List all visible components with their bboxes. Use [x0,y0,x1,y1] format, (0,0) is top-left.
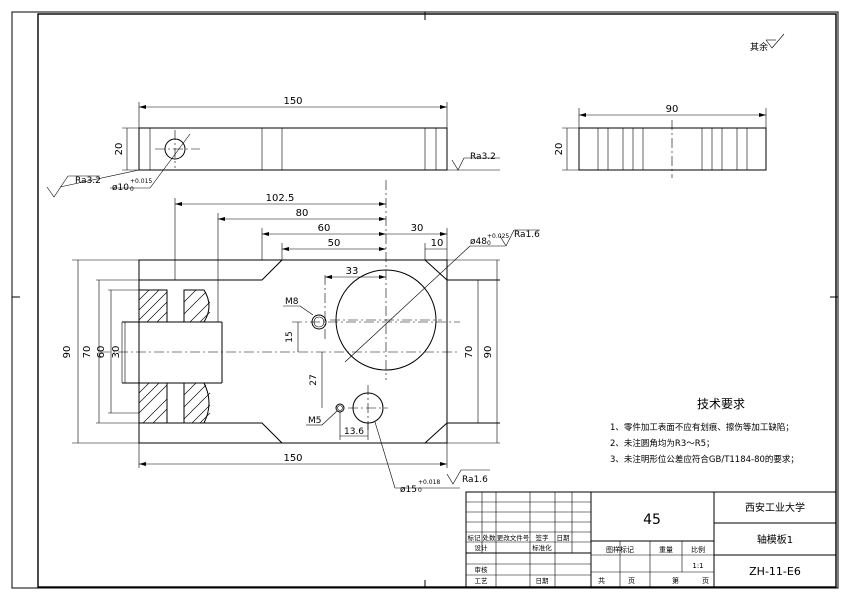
dim-33: 33 [346,266,359,277]
tech-item-3: 3、未注明形位公差应符合GB/T1184-80的要求； [610,454,799,465]
dim-top-height: 20 [114,143,125,156]
dim-top-hole: ø10 [112,183,129,193]
tb-h-review: 审核 [475,565,489,574]
dim-80: 80 [296,208,309,219]
tb-material: 45 [643,512,661,528]
tb-h-design: 设计 [475,543,489,552]
dim-right-90: 90 [483,346,494,359]
dim-big-hole-tol-lower: 0 [487,240,491,247]
dim-right-70: 70 [464,346,475,359]
dim-small-hole-tol-upper: +0.018 [418,479,440,486]
dim-102-5: 102.5 [266,193,295,204]
dim-top-hole-tol-upper: +0.015 [130,178,152,185]
tb-h-doc: 更改文件号 [497,533,530,542]
side-view: 90 20 [554,104,767,178]
roughness-top-left: Ra3.2 [75,176,101,186]
roughness-big-hole: Ra1.6 [514,230,540,240]
tb-h-standard: 标准化 [532,543,552,552]
roughness-small-hole: Ra1.6 [462,475,488,485]
tech-requirements: 技术要求 1、零件加工表面不应有划痕、擦伤等加工缺陷； 2、未注圆角均为R3～R… [610,397,799,465]
dim-left-90: 90 [62,346,73,359]
tb-h-stage: 图样标记 [606,545,634,554]
tech-item-1: 1、零件加工表面不应有划痕、擦伤等加工缺陷； [610,422,794,433]
tb-h-scale: 比例 [691,545,705,554]
tech-title: 技术要求 [697,397,745,411]
tb-h-mark: 标记 [468,533,482,542]
top-view: 150 20 ø10 +0.015 0 Ra3.2 Ra3.2 [46,96,500,198]
label-m8: M8 [285,297,299,307]
dim-left-30: 30 [111,346,122,359]
dim-30: 30 [411,223,424,234]
dim-side-height: 20 [554,143,565,156]
dim-60: 60 [318,223,331,234]
tb-h-weight: 重量 [659,546,673,554]
dim-side-width: 90 [666,104,679,115]
dim-15: 15 [285,331,295,342]
dim-big-hole: ø48 [470,237,487,247]
tb-h-sign: 签字 [536,533,550,542]
tb-h-total: 共 [598,576,605,585]
dim-small-hole-tol-lower: 0 [418,487,422,494]
dim-27: 27 [309,374,319,385]
tb-h-page2: 页 [702,577,709,585]
inner-frame [37,13,837,588]
dim-50: 50 [328,238,341,249]
dim-small-hole: ø15 [400,485,417,495]
tb-school: 西安工业大学 [745,501,805,514]
tb-h-date2: 日期 [536,577,550,585]
tech-item-2: 2、未注圆角均为R3～R5； [610,438,715,449]
tb-h-process: 工艺 [475,577,489,585]
m8-hole [311,314,327,330]
tb-h-sheet: 第 [672,576,679,585]
front-view: ø48 +0.025 0 Ra1.6 ø15 +0.018 0 Ra1.6 M8… [62,180,540,495]
tb-drawing-no: ZH-11-E6 [749,565,801,578]
dim-top-hole-tol-lower: 0 [130,186,134,193]
roughness-top-right: Ra3.2 [470,152,496,162]
tb-h-count: 处数 [483,533,497,542]
corner-roughness-label: 其余 [750,41,768,53]
dim-big-hole-tol-upper: +0.025 [487,233,509,240]
title-block: 标记 处数 更改文件号 签字 日期 设计 标准化 审核 工艺 日期 45 图样标… [465,491,837,588]
tb-part-name: 轴模板1 [757,533,793,546]
dim-10: 10 [431,238,444,249]
label-m5: M5 [308,416,322,426]
general-roughness-symbol: 其余 [750,33,785,53]
dim-13-6: 13.6 [344,427,364,437]
tb-scale-value: 1:1 [692,562,703,570]
dim-left-60: 60 [96,346,107,359]
tb-h-date: 日期 [557,534,571,542]
dim-top-width: 150 [283,96,302,107]
tb-h-page: 页 [628,577,635,585]
dim-bottom-150: 150 [283,453,302,464]
dim-left-70: 70 [82,346,93,359]
